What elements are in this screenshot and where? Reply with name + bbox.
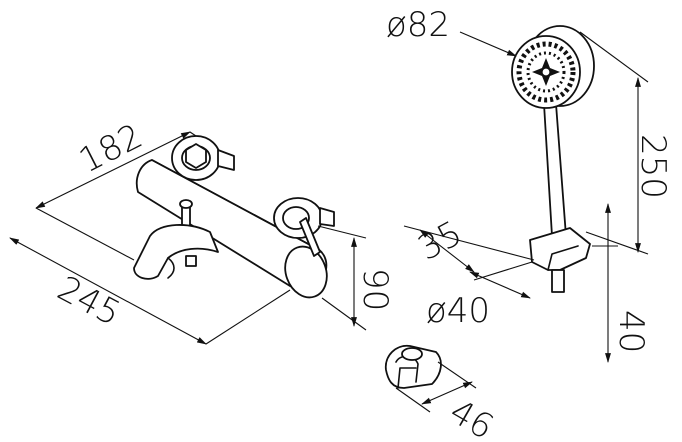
mixer-end-cap [284,245,328,299]
dimension-diameter-40-label: ø40 [426,291,490,331]
spray-face-pattern [516,41,576,103]
dimension-46-label: 46 [443,392,500,442]
dimension-40-label: 40 [611,310,651,353]
shower-holder [384,344,442,389]
dimension-diameter-40: ø40 [426,261,533,331]
dimension-diameter-82: ø82 [386,5,517,57]
hand-shower [511,25,595,293]
mixer-handle [299,217,321,257]
dimension-90-label: 90 [355,268,395,311]
bath-spout [133,224,219,280]
dimension-90: 90 [317,225,395,331]
dimension-35: 35 [403,213,535,273]
dimension-245-label: 245 [51,268,127,334]
dimension-250-label: 250 [633,134,673,199]
dimension-40: 40 [592,203,651,363]
dimension-diameter-82-label: ø82 [386,5,450,45]
hand-shower-handle [543,103,567,237]
wall-bracket [529,227,591,271]
mixer-rear-connector [171,135,235,181]
dimension-250: 250 [579,31,673,255]
bath-mixer [133,135,335,299]
